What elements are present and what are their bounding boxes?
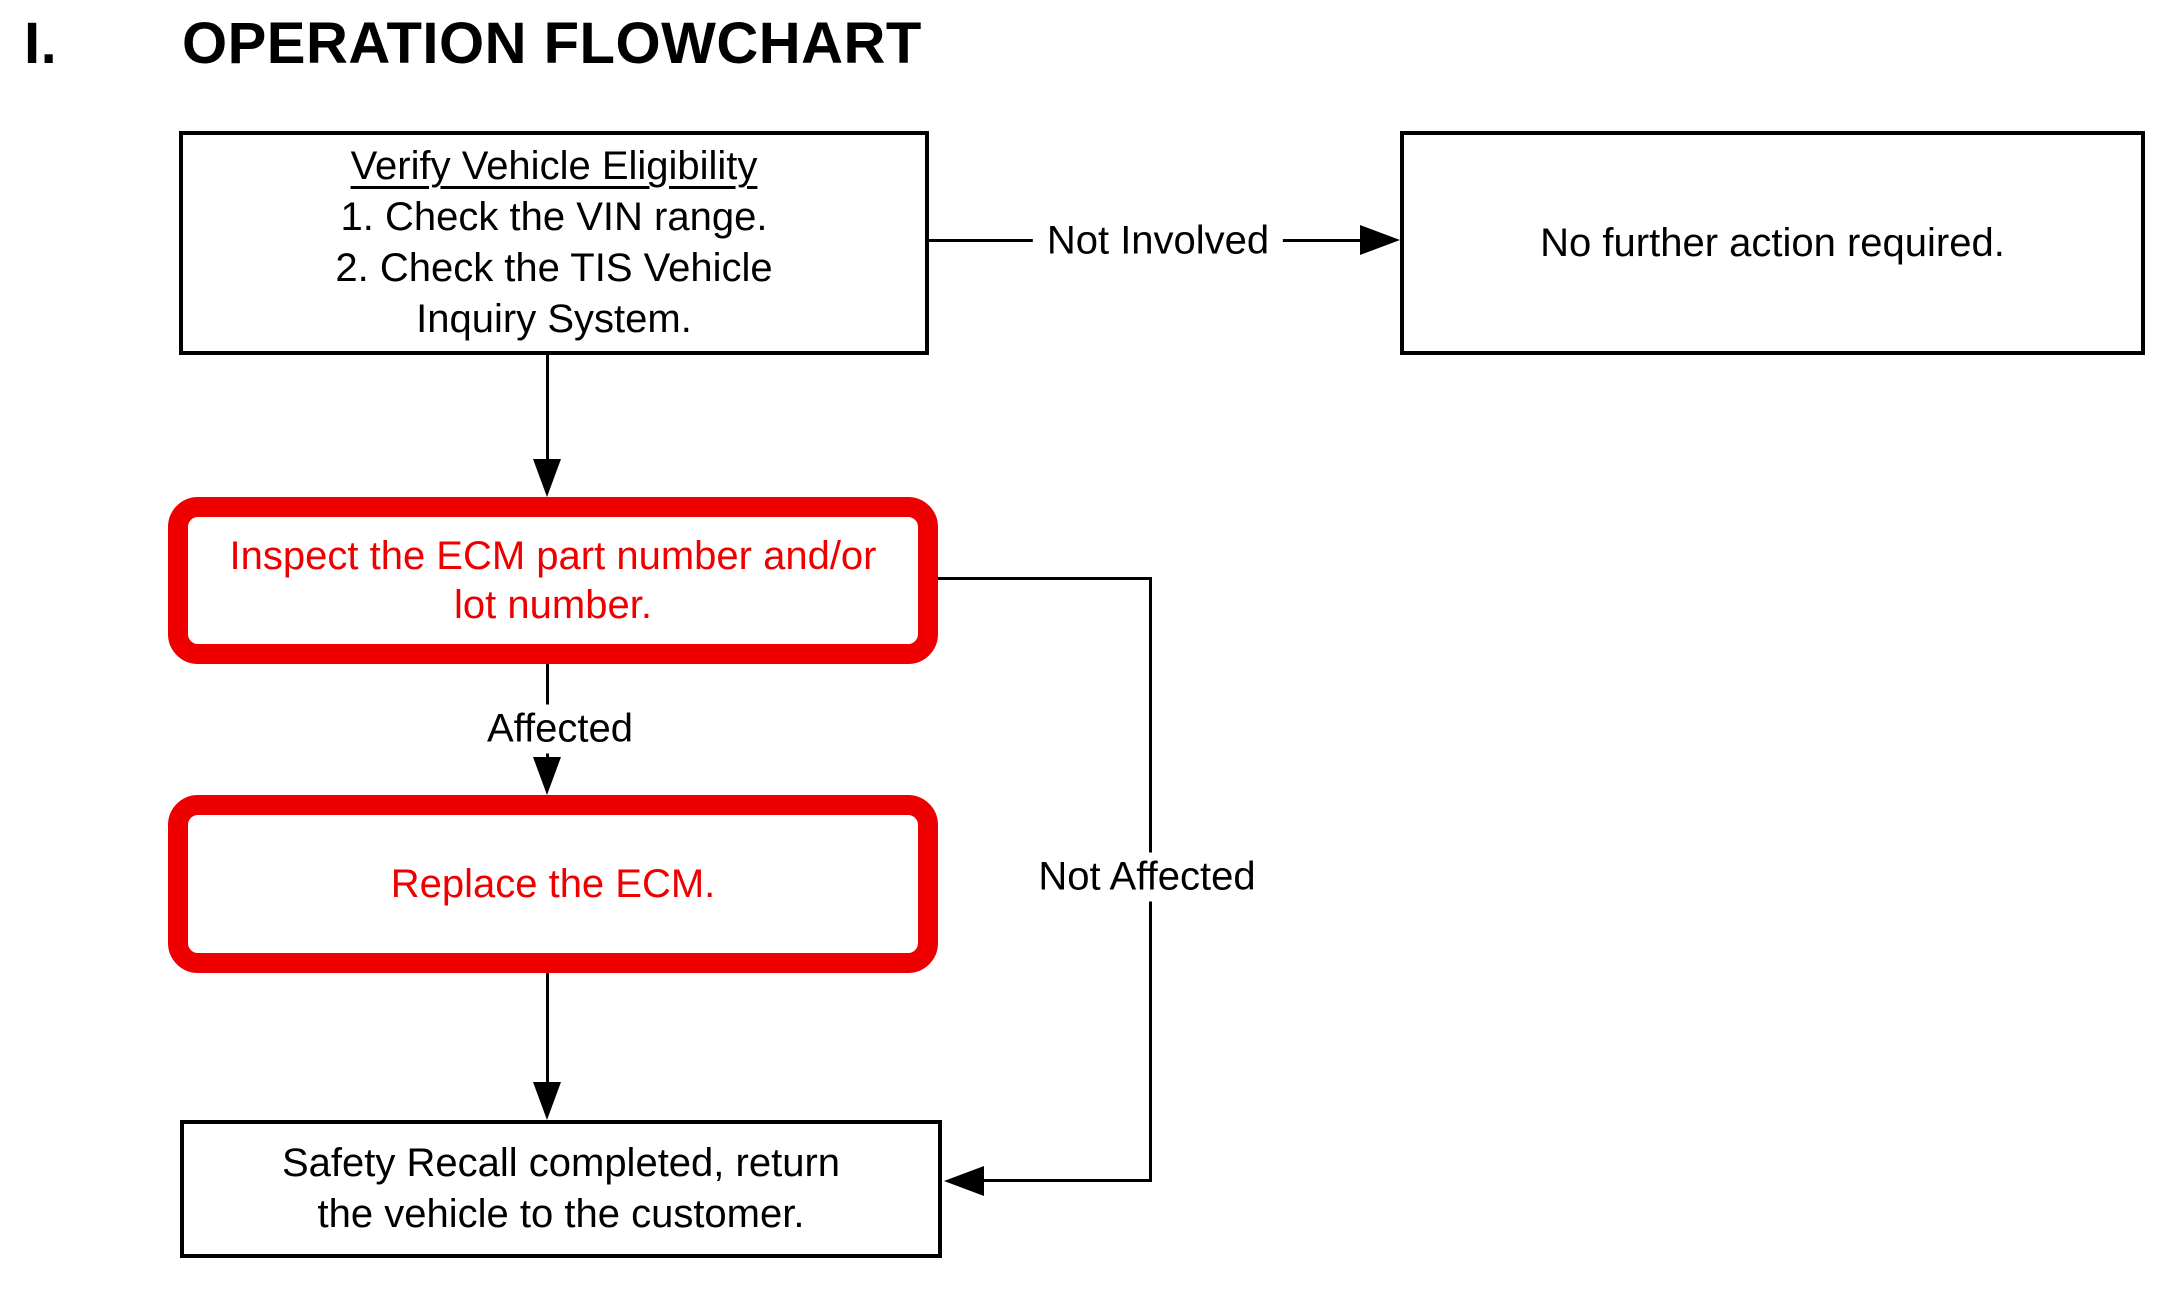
flow-node-no-further-action: No further action required. <box>1400 131 2145 355</box>
edge-label-not-involved: Not Involved <box>1032 216 1284 266</box>
edge-label-not-affected: Not Affected <box>1024 852 1270 902</box>
verify-eligibility-line: Inquiry System. <box>416 297 692 341</box>
no-further-action-line: No further action required. <box>1540 220 2005 265</box>
connector-not-affected-bottom-line <box>982 1179 1152 1182</box>
connector-verify-to-inspect-line <box>546 355 549 461</box>
verify-eligibility-line: 2. Check the TIS Vehicle <box>335 246 773 290</box>
flow-node-verify-eligibility: Verify Vehicle Eligibility 1. Check the … <box>179 131 929 355</box>
replace-ecm-line: Replace the ECM. <box>390 861 716 906</box>
connector-replace-to-complete-line <box>546 973 549 1083</box>
arrowhead-down-icon <box>533 459 561 497</box>
arrowhead-left-icon <box>944 1166 984 1196</box>
verify-eligibility-heading: Verify Vehicle Eligibility <box>350 144 758 188</box>
connector-not-affected-top-line <box>938 577 1152 580</box>
flow-node-safety-recall-complete: Safety Recall completed, return the vehi… <box>180 1120 942 1258</box>
flow-node-inspect-ecm: Inspect the ECM part number and/or lot n… <box>168 497 938 664</box>
section-numeral: I. <box>24 11 58 76</box>
safety-recall-line: Safety Recall completed, return <box>281 1141 841 1185</box>
safety-recall-line: the vehicle to the customer. <box>317 1192 805 1236</box>
arrowhead-right-icon <box>1360 225 1400 255</box>
inspect-ecm-line: Inspect the ECM part number and/or <box>229 533 877 578</box>
page-title: OPERATION FLOWCHART <box>182 11 922 76</box>
flow-node-replace-ecm: Replace the ECM. <box>168 795 938 973</box>
verify-eligibility-line: 1. Check the VIN range. <box>340 195 768 239</box>
arrowhead-down-icon <box>533 757 561 795</box>
arrowhead-down-icon <box>533 1082 561 1120</box>
edge-label-affected: Affected <box>472 704 648 754</box>
inspect-ecm-line: lot number. <box>454 582 652 627</box>
